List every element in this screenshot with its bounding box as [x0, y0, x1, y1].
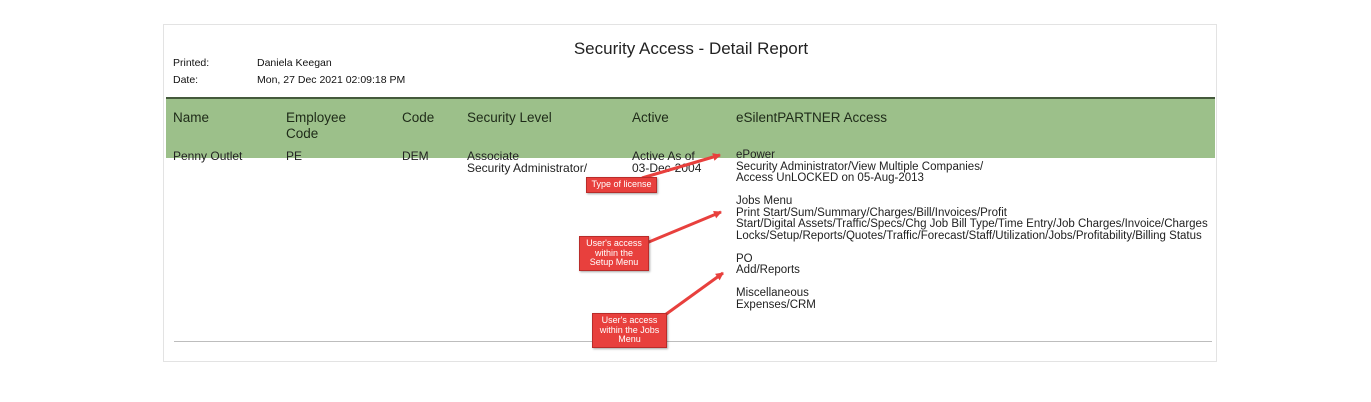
- row-security-level-line2: Security Administrator/: [467, 161, 588, 175]
- callout-jobs-line2: within the Jobs: [599, 324, 660, 335]
- report-page: Printed: Daniela Keegan Date: Mon, 27 De…: [163, 24, 1217, 362]
- callout-setup-line2: within the: [594, 247, 634, 258]
- callout-setup: User's access within the Setup Menu: [579, 236, 649, 271]
- access-list: ePower Security Administrator/View Multi…: [736, 149, 1208, 311]
- access-line: Miscellaneous: [736, 287, 809, 299]
- column-employee-code-line1: Employee: [286, 110, 347, 125]
- callout-setup-line1: User's access: [586, 238, 642, 248]
- row-security-level-line1: Associate: [467, 149, 520, 163]
- access-line: Locks/Setup/Reports/Quotes/Traffic/Forec…: [736, 229, 1202, 242]
- date-label: Date:: [173, 74, 199, 86]
- callout-jobs-line3: Menu: [618, 334, 641, 344]
- row-code: DEM: [402, 149, 429, 163]
- date-value: Mon, 27 Dec 2021 02:09:18 PM: [257, 74, 406, 86]
- callout-jobs: User's access within the Jobs Menu: [592, 313, 667, 348]
- printed-label: Printed:: [173, 57, 210, 69]
- access-line: Start/Digital Assets/Traffic/Specs/Chg J…: [736, 218, 1208, 230]
- printed-value: Daniela Keegan: [257, 57, 332, 69]
- access-line: [736, 242, 1208, 254]
- access-line: Expenses/CRM: [736, 298, 816, 311]
- access-line: PO: [736, 252, 753, 265]
- access-line: Access UnLOCKED on 05-Aug-2013: [736, 172, 924, 184]
- row-name: Penny Outlet: [173, 149, 243, 163]
- access-line: Security Administrator/View Multiple Com…: [736, 160, 984, 173]
- access-line: [736, 185, 1208, 197]
- row-active-line2: 03-Dec-2004: [632, 161, 702, 175]
- column-code: Code: [402, 110, 435, 125]
- callout-jobs-line1: User's access: [601, 315, 658, 325]
- callout-setup-line3: Setup Menu: [589, 257, 639, 267]
- column-employee-code: Employee Code: [286, 110, 346, 142]
- column-name: Name: [173, 110, 210, 125]
- table-header: Name Employee Code Code Security Level A…: [166, 97, 1215, 158]
- access-line: Print Start/Sum/Summary/Charges/Bill/Inv…: [736, 206, 1007, 219]
- column-security-level: Security Level: [467, 110, 552, 125]
- report-title: Security Access - Detail Report: [573, 39, 809, 58]
- column-active: Active: [632, 110, 669, 125]
- column-access: eSilentPARTNER Access: [736, 110, 888, 125]
- access-line: ePower: [736, 149, 775, 161]
- column-employee-code-line2: Code: [286, 126, 319, 141]
- access-line: Add/Reports: [736, 264, 800, 276]
- access-line: Jobs Menu: [736, 195, 793, 207]
- callout-license: Type of license: [586, 177, 657, 193]
- row-employee-code: PE: [286, 149, 303, 163]
- bottom-divider: [174, 341, 1212, 342]
